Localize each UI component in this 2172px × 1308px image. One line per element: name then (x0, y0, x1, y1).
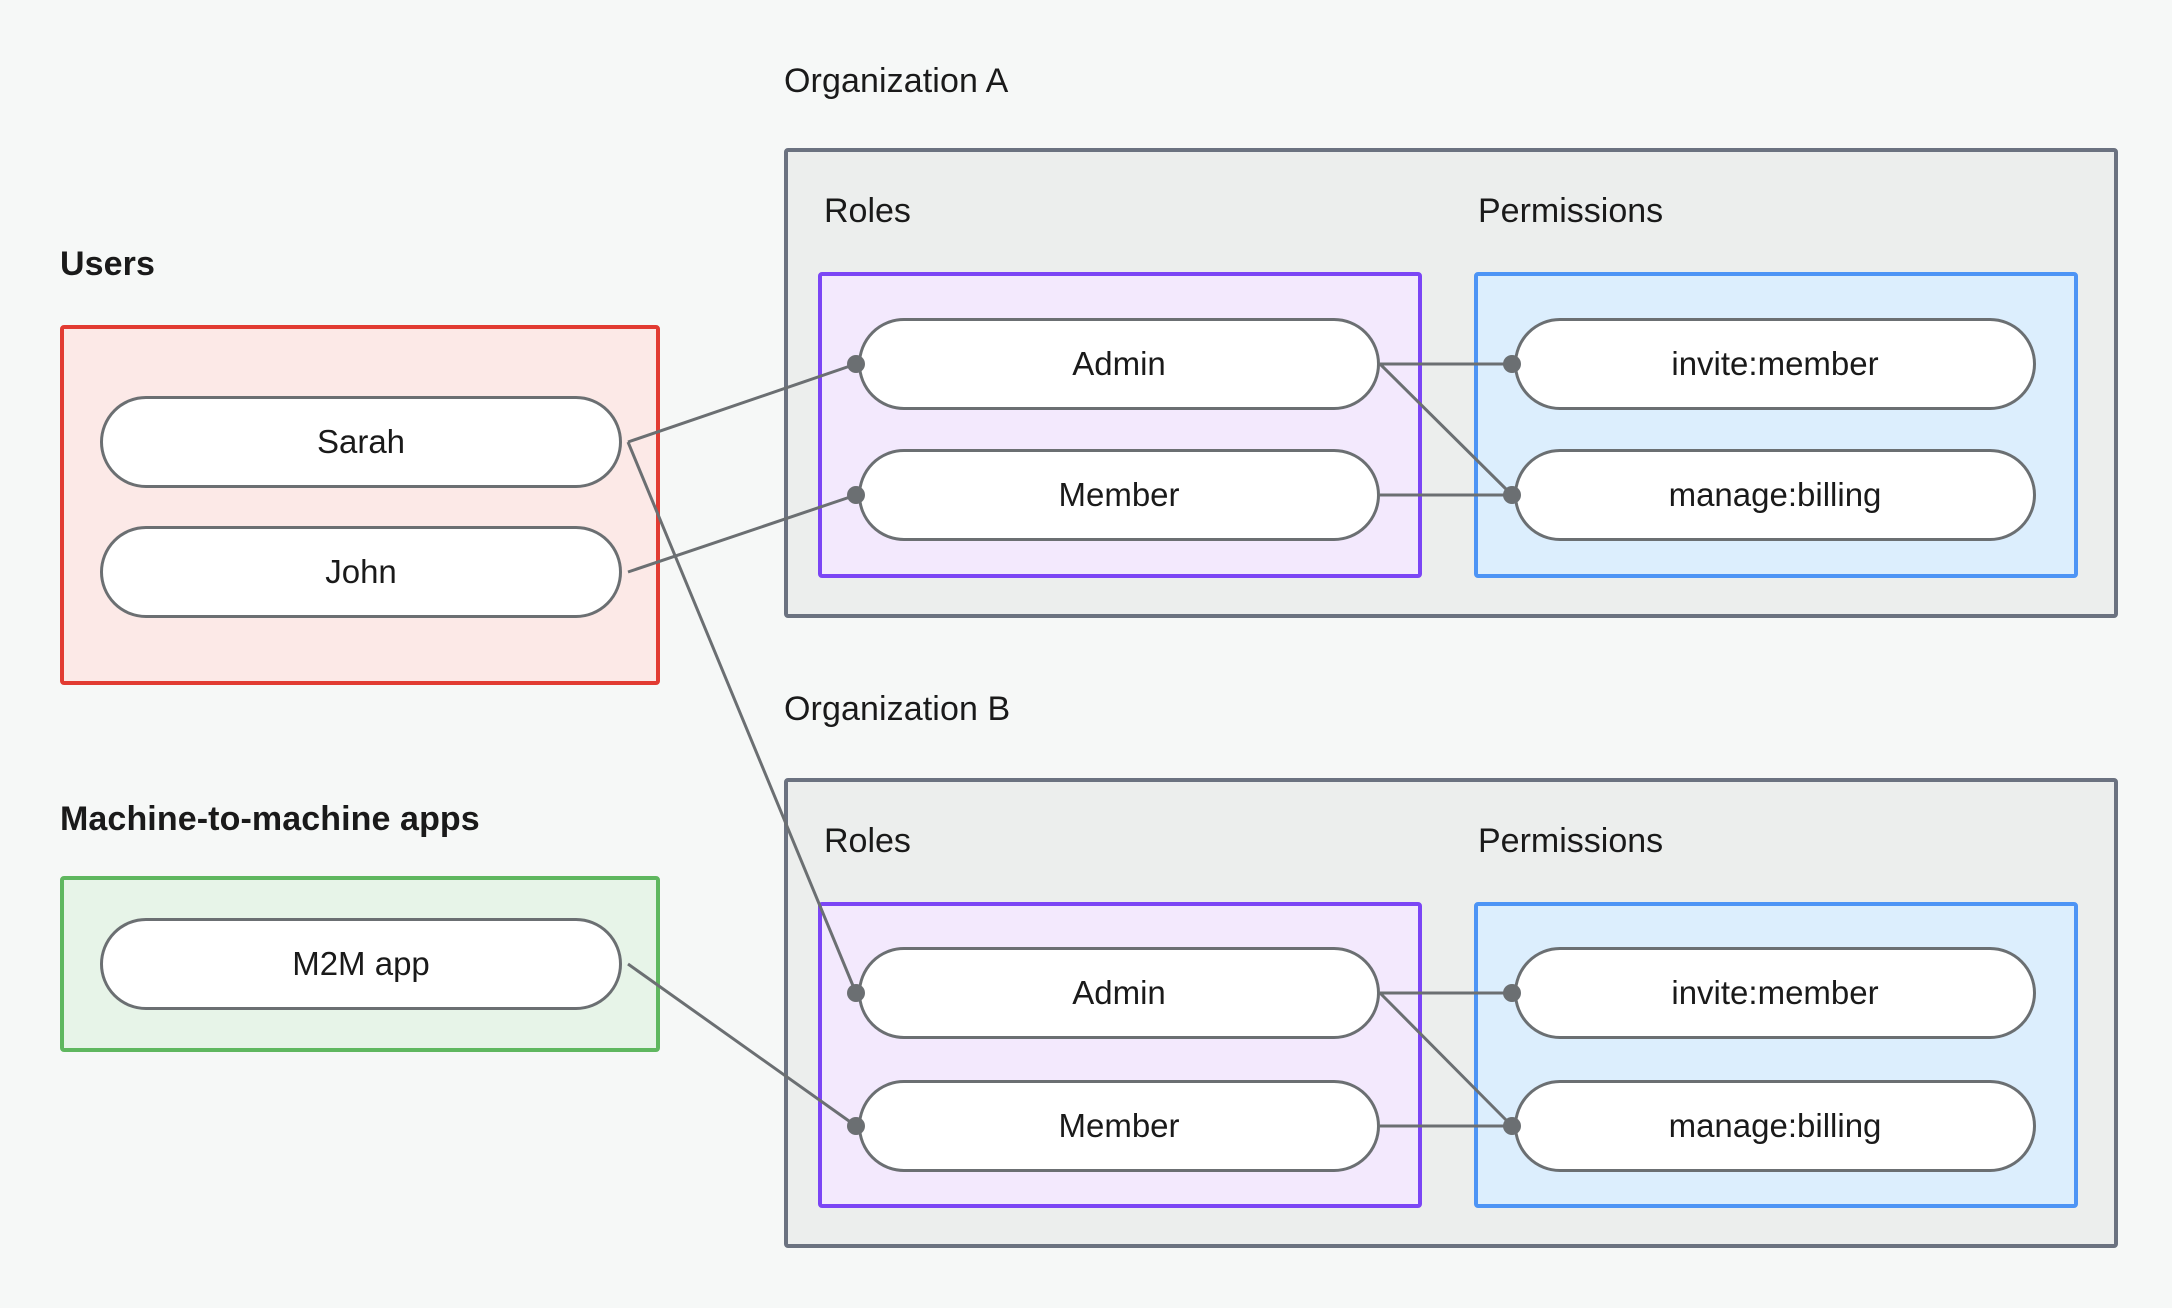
org-a-permissions-title: Permissions (1478, 192, 1664, 230)
m2m-group-title: Machine-to-machine apps (60, 800, 480, 838)
org-b-roles-title: Roles (824, 822, 911, 860)
org-b-title: Organization B (784, 690, 1011, 728)
users-group-title: Users (60, 245, 156, 283)
org-a-role-admin[interactable]: Admin (858, 318, 1380, 410)
org-b-role-member[interactable]: Member (858, 1080, 1380, 1172)
users-group-box (60, 325, 660, 685)
org-a-permission-invite-member[interactable]: invite:member (1514, 318, 2036, 410)
user-node-john[interactable]: John (100, 526, 622, 618)
user-node-sarah[interactable]: Sarah (100, 396, 622, 488)
org-a-title: Organization A (784, 62, 1009, 100)
org-b-permissions-title: Permissions (1478, 822, 1664, 860)
org-a-roles-title: Roles (824, 192, 911, 230)
org-b-permission-invite-member[interactable]: invite:member (1514, 947, 2036, 1039)
org-b-permission-manage-billing[interactable]: manage:billing (1514, 1080, 2036, 1172)
m2m-node-app[interactable]: M2M app (100, 918, 622, 1010)
org-b-role-admin[interactable]: Admin (858, 947, 1380, 1039)
org-a-permission-manage-billing[interactable]: manage:billing (1514, 449, 2036, 541)
org-a-role-member[interactable]: Member (858, 449, 1380, 541)
